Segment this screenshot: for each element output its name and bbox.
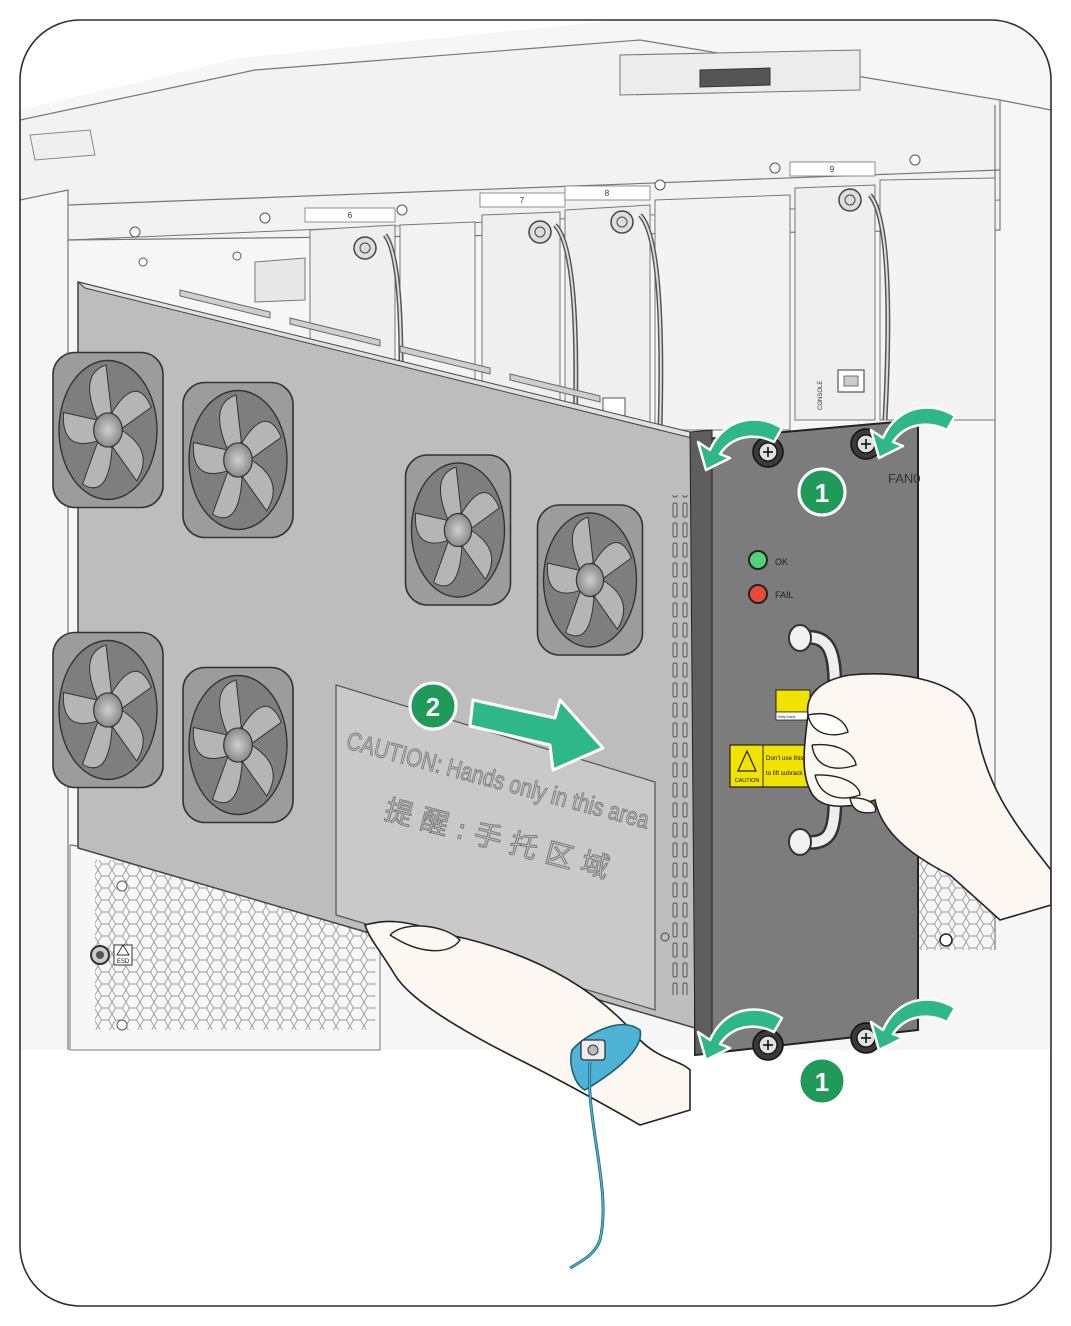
slot-label: 6 xyxy=(348,211,353,220)
esd-icon: ESD xyxy=(113,944,133,966)
panel-small-label: Keep hand xyxy=(775,689,811,721)
warning-line-2: to lift subrack xyxy=(766,770,803,777)
warning-triangle-icon xyxy=(737,749,757,772)
frame-border xyxy=(19,19,1052,1307)
fan-icon xyxy=(52,351,164,509)
side-vent-dots xyxy=(20,310,22,540)
fan-icon xyxy=(536,504,644,656)
rotate-arrow-icon xyxy=(696,418,784,472)
pull-arrow-icon xyxy=(468,698,605,772)
fan-modules xyxy=(52,351,644,824)
led-ok: OK xyxy=(748,550,788,570)
led-ok-label: OK xyxy=(775,557,788,567)
rotate-arrow-icon xyxy=(869,406,957,460)
tray-vent-column xyxy=(670,495,690,995)
slot-label: 9 xyxy=(830,165,835,174)
captive-screw-icon[interactable] xyxy=(752,1029,784,1061)
captive-screws xyxy=(752,428,882,1061)
warning-line-1: Don't use this xyxy=(766,755,803,762)
step-number: 1 xyxy=(815,1067,829,1097)
step-callout-top: 1 xyxy=(797,467,847,517)
esd-label: ESD xyxy=(117,959,130,965)
led-fail: FAIL xyxy=(748,584,794,604)
captive-screw-icon[interactable] xyxy=(752,436,784,468)
panel-name: FAN0 xyxy=(888,471,921,486)
step-number: 1 xyxy=(815,478,829,508)
step-number: 2 xyxy=(426,692,440,722)
esd-wrist-strap xyxy=(569,1024,642,1270)
right-hand xyxy=(803,673,1051,921)
step-callout-pull: 2 xyxy=(408,681,458,731)
rotate-arrow-icon xyxy=(869,998,957,1052)
fan-icon xyxy=(52,631,164,789)
small-label-text: Keep hand xyxy=(778,715,795,719)
fan-icon xyxy=(182,381,294,539)
loosen-screw-arrows xyxy=(696,406,957,1062)
step-callout-bottom: 1 xyxy=(797,1056,847,1106)
led-fail-label: FAIL xyxy=(775,590,794,600)
warning-caption: CAUTION xyxy=(735,778,760,784)
fan-icon xyxy=(182,666,294,824)
fan-tray: CAUTION: Hands only in this area 提 醒 : 手… xyxy=(52,281,701,1030)
console-port-label: CONSOLE xyxy=(818,381,824,410)
slot-label: 7 xyxy=(520,196,525,205)
rotate-arrow-icon xyxy=(696,1008,784,1062)
panel-warning-label: CAUTION Don't use this to lift subrack xyxy=(729,744,813,788)
fan-icon xyxy=(404,454,512,606)
slot-label: 8 xyxy=(605,189,610,198)
slot-labels: 6 7 8 9 CONSOLE xyxy=(304,161,876,410)
